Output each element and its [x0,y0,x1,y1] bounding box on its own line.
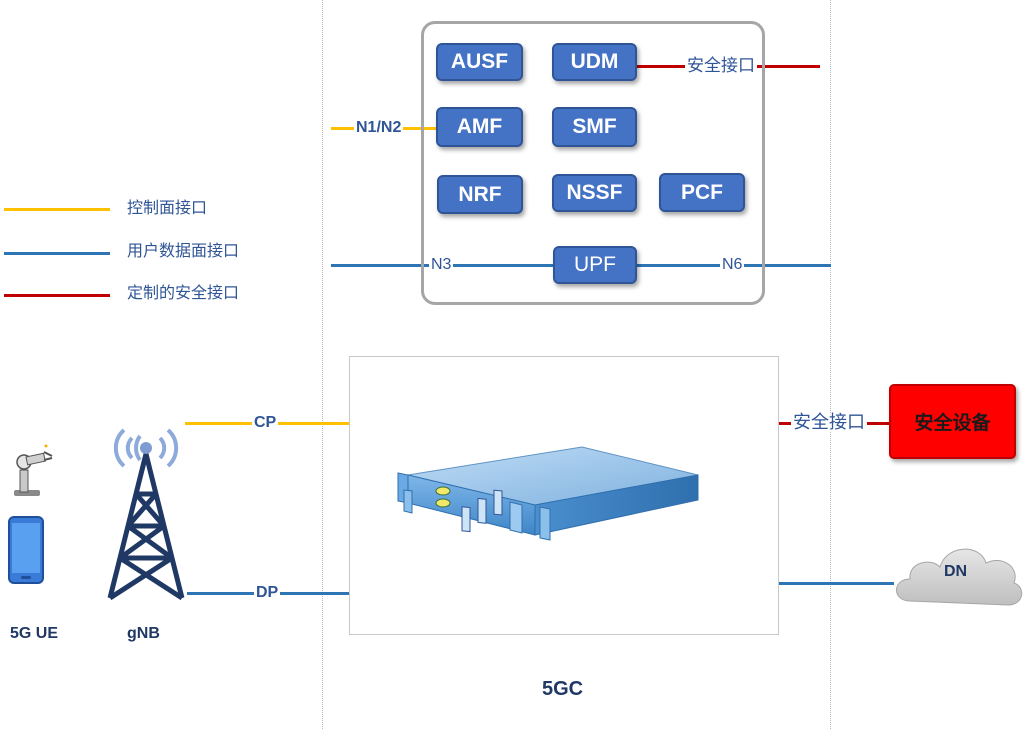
n1n2-label: N1/N2 [354,119,404,137]
phone-icon [8,516,44,584]
amf-node[interactable]: AMF [436,107,523,147]
legend-control-label: 控制面接口 [127,200,208,217]
pcf-node[interactable]: PCF [659,173,745,212]
dn-label: DN [944,563,968,580]
udm-security-label: 安全接口 [685,56,757,75]
server-icon [397,446,699,541]
gnb-label: gNB [127,625,160,642]
dn-line [779,582,894,585]
ue-label: 5G UE [10,625,59,642]
nrf-node[interactable]: NRF [437,175,523,214]
nssf-node[interactable]: NSSF [552,174,637,212]
device-security-label: 安全接口 [791,412,867,432]
core-label: 5GC [542,678,584,700]
gnb-tower-icon [107,428,185,600]
dp-label: DP [254,584,281,602]
dn-cloud-icon[interactable] [890,535,1024,613]
upf-node[interactable]: UPF [553,246,637,284]
separator-right [830,0,831,729]
smf-node[interactable]: SMF [552,107,637,147]
udm-node[interactable]: UDM [552,43,637,81]
legend-user-line [4,252,110,255]
security-device[interactable]: 安全设备 [889,384,1016,459]
core-server-box [349,356,779,635]
cp-label: CP [252,414,279,432]
robot-arm-icon [14,444,53,496]
core-nf-container [421,21,765,305]
n3-label: N3 [429,256,454,274]
legend-user-label: 用户数据面接口 [127,243,240,260]
legend-security-line [4,294,110,297]
legend-security-label: 定制的安全接口 [127,285,240,302]
ausf-node[interactable]: AUSF [436,43,523,81]
legend-control-line [4,208,110,211]
n6-label: N6 [720,256,745,274]
separator-left [322,0,323,729]
